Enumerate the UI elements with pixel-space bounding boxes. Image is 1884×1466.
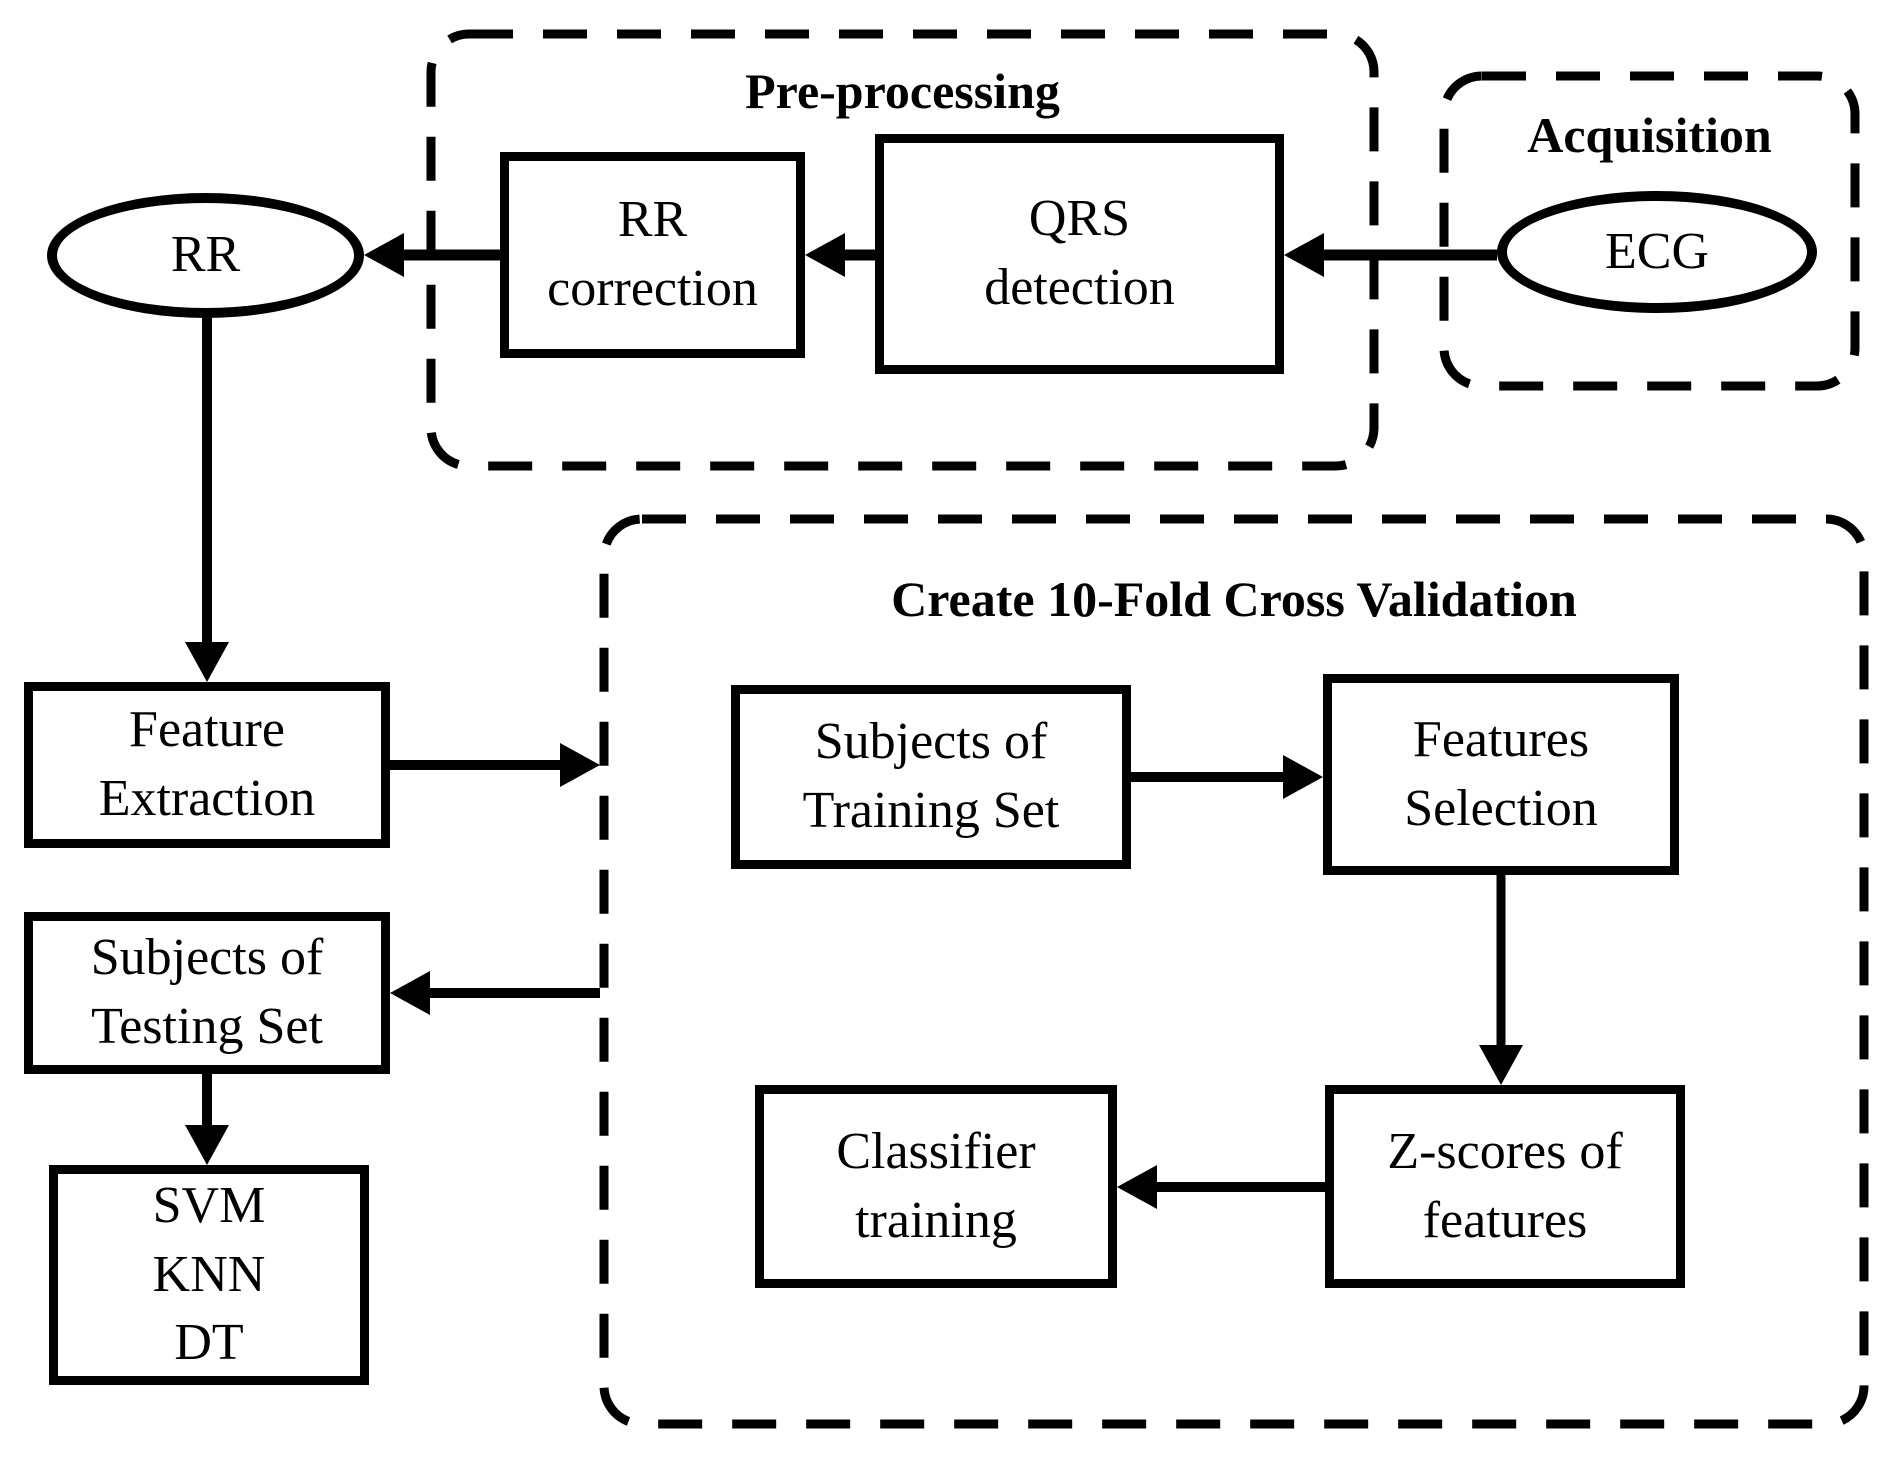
acquisition-group-border xyxy=(1439,71,1860,391)
node-rr-correction-label: RR correction xyxy=(547,191,758,317)
cross-validation-group-title: Create 10-Fold Cross Validation xyxy=(891,571,1577,627)
node-z-scores-of-features-label: Z-scores of features xyxy=(1387,1122,1623,1249)
node-classifier-training: Classifier training xyxy=(755,1085,1117,1288)
node-feature-extraction: Feature Extraction xyxy=(24,682,390,848)
arrow-features-selection-to-z-scores xyxy=(1479,875,1523,1085)
cross-validation-group-border xyxy=(599,514,1869,1429)
node-rr-correction: RR correction xyxy=(500,152,805,358)
node-classifier-training-label: Classifier training xyxy=(836,1122,1036,1249)
node-subjects-testing-set: Subjects of Testing Set xyxy=(24,912,390,1074)
node-feature-extraction-label: Feature Extraction xyxy=(98,701,316,827)
node-rr: RR xyxy=(47,193,364,318)
arrow-subjects-testing-to-classifiers xyxy=(185,1074,229,1165)
node-ecg-label: ECG xyxy=(1605,222,1709,280)
arrow-cross-validation-to-subjects-testing xyxy=(390,971,600,1015)
node-z-scores-of-features: Z-scores of features xyxy=(1325,1085,1685,1288)
node-features-selection: Features Selection xyxy=(1323,674,1679,875)
node-classifiers-svm-knn-dt: SVM KNN DT xyxy=(49,1165,369,1385)
arrow-ecg-to-qrs-detection xyxy=(1284,233,1497,277)
arrow-rr-correction-to-rr xyxy=(364,233,500,277)
node-subjects-training-set: Subjects of Training Set xyxy=(731,685,1131,869)
node-ecg: ECG xyxy=(1497,191,1817,313)
arrow-z-scores-to-classifier-training xyxy=(1117,1165,1325,1209)
node-subjects-testing-set-label: Subjects of Testing Set xyxy=(90,929,324,1055)
arrow-feature-extraction-to-cross-validation xyxy=(390,743,600,787)
acquisition-group-title: Acquisition xyxy=(1527,107,1772,163)
node-classifiers-svm-knn-dt-label: SVM KNN DT xyxy=(152,1177,266,1372)
arrow-subjects-training-to-features-selection xyxy=(1131,755,1323,799)
node-qrs-detection-label: QRS detection xyxy=(984,190,1175,316)
node-qrs-detection: QRS detection xyxy=(875,134,1284,374)
preprocessing-group-title: Pre-processing xyxy=(745,63,1060,119)
node-features-selection-label: Features Selection xyxy=(1404,710,1598,837)
node-subjects-training-set-label: Subjects of Training Set xyxy=(802,713,1060,839)
arrow-rr-to-feature-extraction xyxy=(185,318,229,682)
node-rr-label: RR xyxy=(170,226,241,284)
